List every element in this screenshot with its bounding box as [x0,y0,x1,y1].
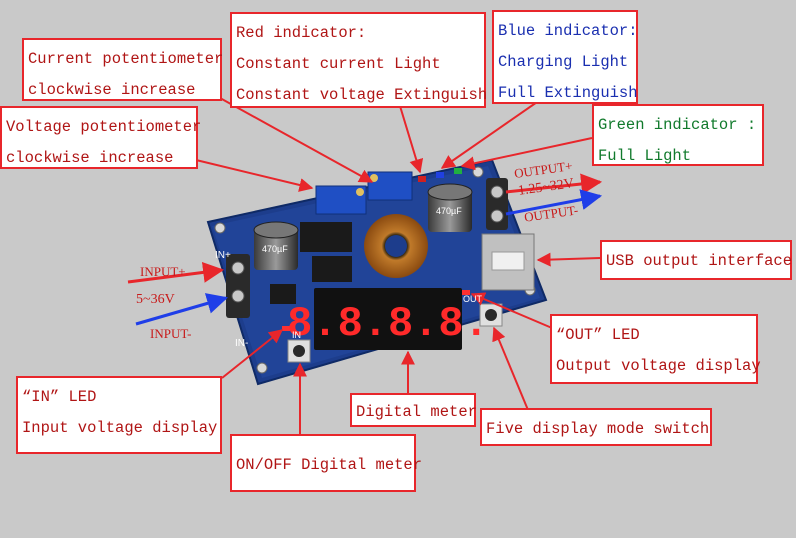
arrow-green-indicator [460,137,593,171]
arrow-in-led [221,329,284,379]
callout-line: Digital meter [356,403,477,421]
arrow-current-pot [219,97,374,183]
callout-blue-indicator: Blue indicator: Charging Light Full Exti… [492,10,638,104]
callout-line: ON/OFF Digital meter [236,456,423,474]
mount-hole [214,222,226,234]
callout-current-potentiometer: Current potentiometer clockwise increase [22,38,224,101]
cap-left-label: 470µF [262,244,288,254]
callout-line: Red indicator: [236,24,367,42]
mount-hole [256,362,268,374]
display-digits: 8.8.8.8. [287,300,489,348]
board-in-plus: IN+ [215,250,231,261]
arrow-blue-indicator [440,99,541,169]
input-screw-plus [231,261,245,275]
callout-voltage-potentiometer: Voltage potentiometer clockwise increase [0,106,202,169]
arrow-mode-switch [492,326,529,411]
callout-green-indicator: Green indicator : Full Light [592,104,764,166]
callout-line: Voltage potentiometer [6,118,202,136]
callout-usb-output: USB output interface [600,240,792,280]
blue-indicator-led [436,172,444,178]
green-indicator-led [454,168,462,174]
callout-line: Five display mode switch [486,420,710,438]
callout-line: Output voltage display [556,357,761,375]
callout-line: Constant current Light [236,55,441,73]
callout-line: Blue indicator: [498,22,638,40]
input-screw-minus [231,289,245,303]
callout-mode-switch: Five display mode switch [480,408,712,446]
board-out-label: OUT [463,294,483,304]
output-screw-minus [490,209,504,223]
callout-line: USB output interface [606,252,793,270]
arrow-red-indicator [399,105,424,174]
ic-chip [312,256,352,282]
callout-line: “OUT” LED [556,326,640,344]
callout-line: Input voltage display [22,419,218,437]
output-minus-wire [505,189,603,216]
callout-digital-meter: Digital meter [350,393,477,427]
usb-port [481,233,535,291]
callout-line: “IN” LED [22,388,97,406]
callout-line: Constant voltage Extinguish [236,86,488,104]
callout-line: Green indicator : [598,116,757,134]
out-led [462,290,470,295]
callout-onoff-meter: ON/OFF Digital meter [230,434,423,492]
in-led [282,326,290,331]
output-plus-wire [505,173,603,195]
input-minus-wire [135,293,229,326]
callout-line: Current potentiometer [28,50,224,68]
arrow-usb [536,252,601,267]
callout-line: clockwise increase [6,149,174,167]
cap-right-label: 470µF [436,206,462,216]
mount-hole [472,166,484,178]
ic-chip [300,222,352,252]
ic-chip [270,284,296,304]
board-in-label: IN [292,330,301,340]
input-range-label: 5~36V [136,292,175,307]
input-plus-wire [127,261,225,284]
output-screw-plus [490,185,504,199]
callout-line: Full Light [598,147,692,165]
red-indicator-led [418,176,426,182]
callout-out-led: “OUT” LED Output voltage display [550,314,761,384]
input-plus-label: INPUT+ [140,264,186,279]
callout-red-indicator: Red indicator: Constant current Light Co… [230,12,488,108]
seven-segment-display [314,288,462,350]
callout-in-led: “IN” LED Input voltage display [16,376,222,454]
leader-arrows [195,97,601,436]
board-in-minus: IN- [235,338,248,349]
arrow-voltage-pot [195,159,314,192]
callout-line: Full Extinguish [498,84,638,102]
arrow-out-led [470,292,553,329]
input-minus-label: INPUT- [150,326,192,341]
callout-line: Charging Light [498,53,629,71]
callout-line: clockwise increase [28,81,196,99]
